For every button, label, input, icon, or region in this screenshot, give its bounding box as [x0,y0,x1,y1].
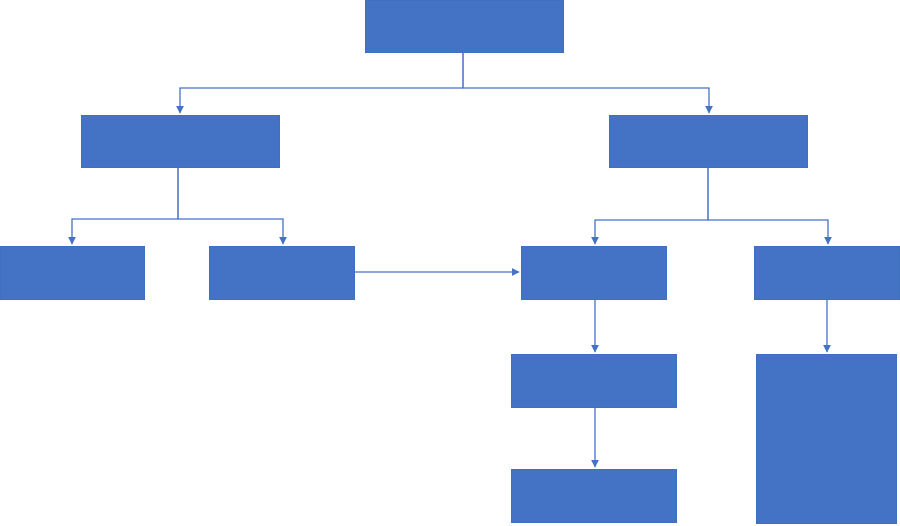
node-left-branch [81,115,280,168]
node-right-child-a [521,246,667,300]
node-left-leaf-b [209,246,355,300]
node-right-grandchild-b1 [756,354,897,524]
connector-root-to-left-branch [176,53,464,114]
node-right-child-b [754,246,900,300]
node-left-leaf-a [0,246,145,300]
node-right-grandchild-a2 [511,469,677,523]
connector-left-branch-to-leaf-a [68,168,179,245]
connector-right-branch-to-child-b [707,168,832,245]
node-right-branch [609,115,808,168]
node-right-grandchild-a1 [511,354,677,408]
connector-right-branch-to-child-a [591,168,709,245]
node-root [365,0,564,53]
connector-root-to-right-branch [462,53,713,114]
connector-left-branch-to-leaf-b [177,168,287,245]
